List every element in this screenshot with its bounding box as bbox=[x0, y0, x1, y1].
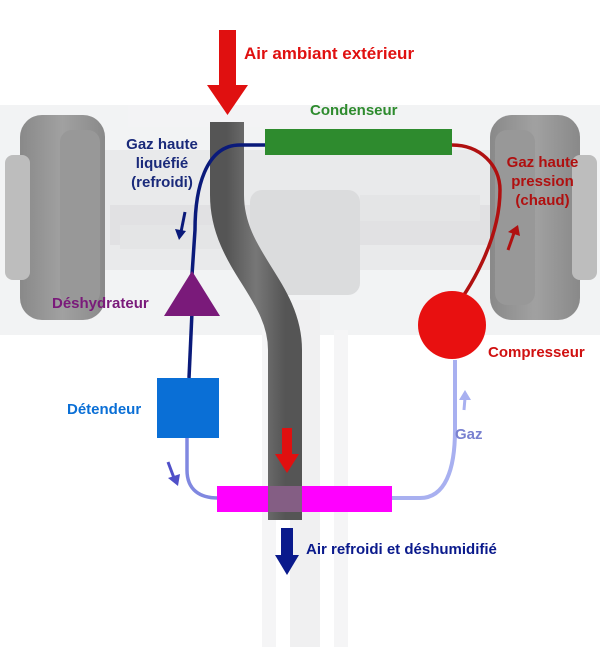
liquid-gas-label-line3: (refroidi) bbox=[131, 174, 193, 191]
hot-gas-label: Gaz haute pression (chaud) bbox=[500, 153, 585, 210]
condenser-block bbox=[265, 129, 452, 155]
air-duct bbox=[210, 122, 302, 520]
hot-flow-arrow-icon bbox=[506, 225, 520, 251]
air-out-label: Air refroidi et déshumidifié bbox=[306, 541, 497, 558]
expansion-valve-label: Détendeur bbox=[67, 401, 142, 418]
low-pressure-gas-pipe bbox=[392, 360, 457, 500]
liquid-flow-arrow-icon bbox=[175, 211, 187, 240]
evaporator-block bbox=[217, 486, 392, 512]
air-in-arrow-icon bbox=[207, 30, 248, 115]
air-in-label: Air ambiant extérieur bbox=[244, 44, 415, 63]
compressor-circle bbox=[418, 291, 486, 359]
air-out-arrow-icon bbox=[275, 528, 299, 575]
liquid-gas-label: Gaz haute liquéfié (refroidi) bbox=[112, 135, 212, 192]
left-wheel bbox=[5, 115, 105, 320]
dehydrator-triangle bbox=[164, 271, 220, 316]
dehydrator-to-valve-pipe bbox=[187, 311, 194, 379]
compressor-label: Compresseur bbox=[488, 344, 585, 361]
right-wheel bbox=[490, 115, 597, 320]
liquid-gas-label-line1: Gaz haute bbox=[126, 136, 198, 153]
hot-gas-label-line2: pression bbox=[511, 173, 574, 190]
liquid-gas-label-line2: liquéfié bbox=[135, 155, 189, 172]
expansion-valve-block bbox=[157, 378, 219, 438]
duct-flow-arrow-icon bbox=[275, 428, 299, 473]
hot-gas-pipe bbox=[445, 143, 502, 320]
valve-to-evaporator-pipe bbox=[185, 438, 219, 500]
valve-flow-arrow-icon bbox=[166, 461, 180, 486]
air-duct-lower bbox=[268, 486, 302, 512]
dehydrator-label: Déshydrateur bbox=[52, 295, 149, 312]
hot-gas-label-line1: Gaz haute bbox=[506, 154, 579, 171]
gas-label: Gaz bbox=[455, 426, 483, 443]
liquid-pipe bbox=[190, 143, 265, 276]
condenser-label: Condenseur bbox=[310, 102, 398, 119]
hot-gas-label-line3: (chaud) bbox=[515, 192, 570, 209]
gas-flow-arrow-icon bbox=[459, 390, 471, 411]
